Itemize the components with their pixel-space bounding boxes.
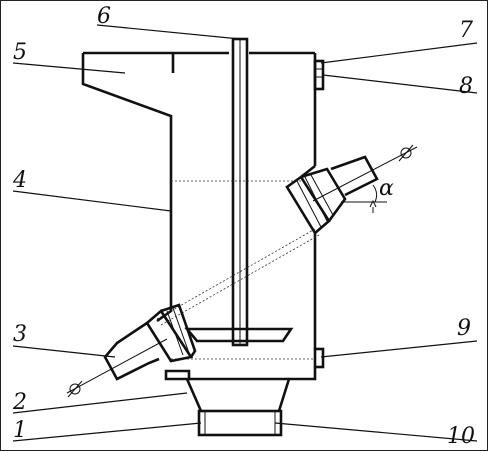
bottom-pipe — [197, 409, 283, 437]
angle-alpha-label: α — [379, 176, 394, 201]
label-2: 2 — [12, 390, 27, 415]
upper-nozzle — [285, 155, 379, 235]
leader-lines — [12, 24, 478, 442]
label-1: 1 — [13, 418, 27, 443]
upper-nozzle-axis — [312, 146, 418, 202]
jet-path-line-a — [156, 228, 316, 320]
label-6: 6 — [97, 4, 111, 29]
lower-diameter-symbol — [69, 383, 81, 395]
label-10: 10 — [447, 424, 475, 449]
bottom-cone — [164, 367, 317, 412]
angle-arrow — [369, 199, 377, 213]
label-5: 5 — [13, 40, 27, 65]
label-4: 4 — [12, 168, 27, 193]
upper-diameter-symbol — [400, 147, 412, 159]
top-outlet — [313, 59, 325, 91]
label-9: 9 — [457, 316, 471, 341]
lower-nozzle-axis — [66, 338, 168, 394]
vessel-left-wall — [81, 53, 173, 323]
impeller — [184, 327, 294, 343]
lower-diameter-slash — [67, 380, 83, 398]
label-7: 7 — [459, 18, 473, 43]
upper-diameter-slash — [398, 144, 414, 162]
lower-outlet — [313, 347, 325, 369]
angle-arc — [372, 184, 378, 203]
lower-nozzle — [103, 303, 197, 381]
label-3: 3 — [13, 322, 27, 347]
label-8: 8 — [459, 74, 473, 99]
